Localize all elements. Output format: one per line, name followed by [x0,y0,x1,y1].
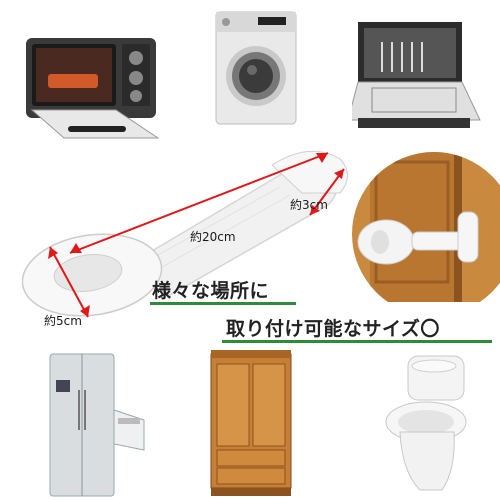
refrigerator-icon [40,350,150,500]
wardrobe-icon [205,350,297,498]
toilet-icon [378,352,478,496]
width-bottom-label: 約5cm [44,314,82,328]
headline-underline-1 [150,302,296,305]
washing-machine-icon [212,10,300,128]
width-top-label: 約3cm [290,198,328,212]
toaster-oven-icon [18,30,168,142]
length-label: 約20cm [190,230,236,244]
cabinet-lock-photo [350,152,500,302]
child-safety-strap-lock [10,135,350,325]
headline-line-2: 取り付け可能なサイズ〇 [226,318,440,340]
headline-underline-2 [222,340,492,343]
headline-line-1: 様々な場所に [152,280,270,302]
dishwasher-icon [352,20,482,130]
